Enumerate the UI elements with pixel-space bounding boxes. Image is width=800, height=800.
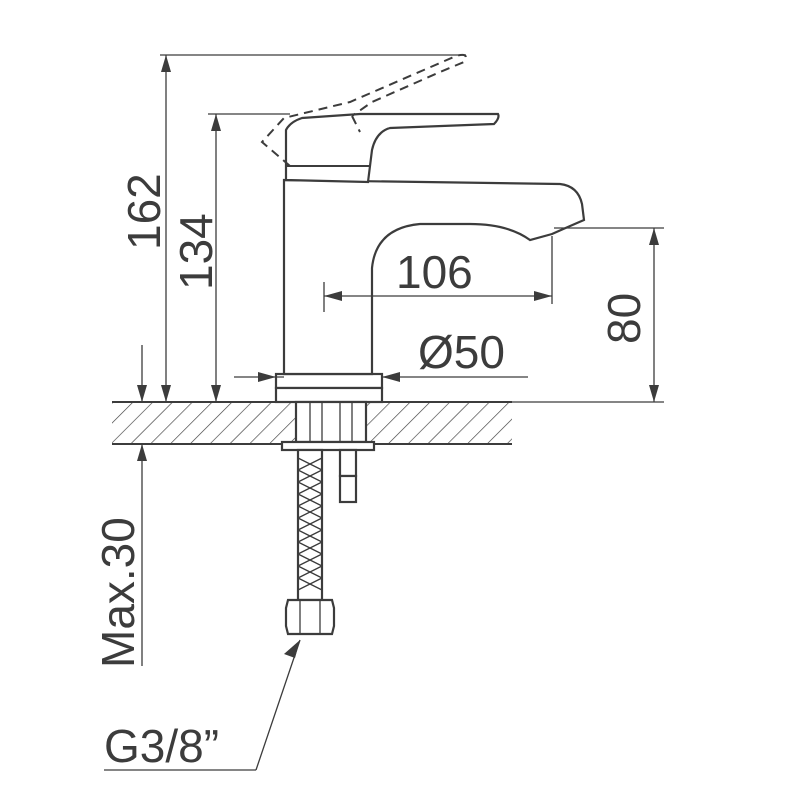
flexible-hose (284, 448, 336, 636)
dimension-max-30-label: Max.30 (92, 517, 144, 668)
dimension-106 (323, 236, 553, 312)
dimension-80 (512, 227, 664, 403)
thread-callout-leader (104, 639, 301, 771)
dimension-134 (208, 113, 290, 402)
dimension-106-label: 106 (396, 246, 473, 298)
faucet-base (274, 372, 384, 404)
mounting-stud-assembly (280, 400, 376, 504)
dimension-diameter-50-label: Ø50 (418, 326, 505, 378)
dimension-162 (160, 54, 466, 402)
dimension-80-label: 80 (598, 293, 650, 344)
dimension-162-label: 162 (118, 173, 170, 250)
dimension-max-30 (137, 345, 147, 666)
thread-callout-label: G3/8” (104, 720, 219, 772)
dimension-diameter-50 (234, 372, 528, 382)
dimension-134-label: 134 (170, 213, 222, 290)
handle-lever (284, 112, 500, 184)
faucet-body (282, 178, 586, 376)
